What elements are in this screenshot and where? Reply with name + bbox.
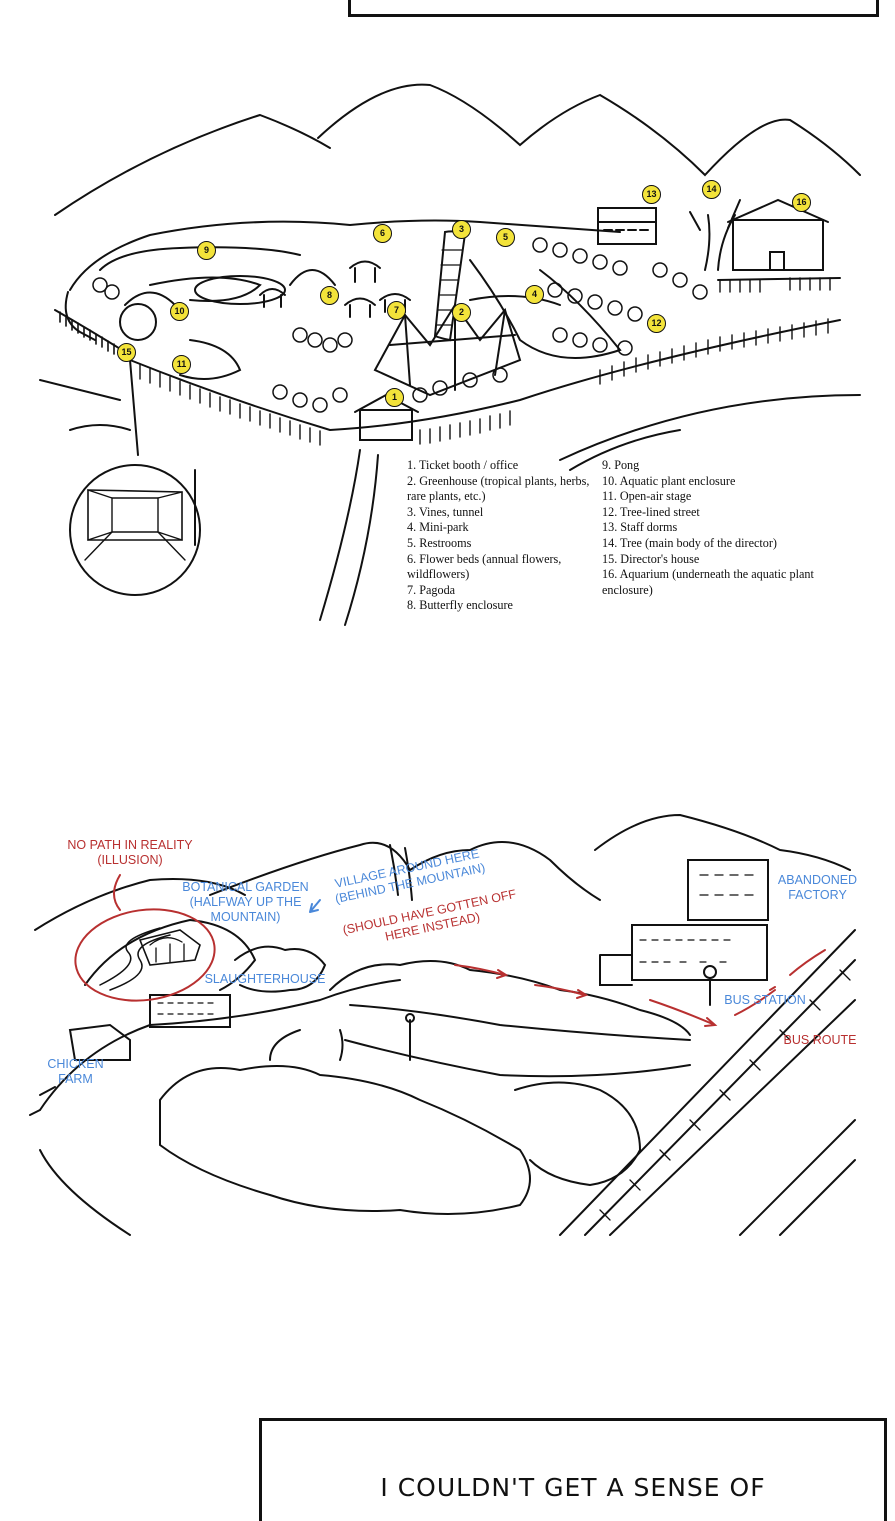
legend-item: 8. Butterfly enclosure bbox=[407, 598, 513, 613]
legend-left: 1. Ticket booth / office 2. Greenhouse (… bbox=[407, 458, 592, 614]
pin-6: 6 bbox=[373, 224, 392, 243]
legend-item: 1. Ticket booth / office bbox=[407, 458, 519, 472]
pin-13: 13 bbox=[642, 185, 661, 204]
pin-3: 3 bbox=[452, 220, 471, 239]
legend-item: 9. Pong bbox=[602, 458, 640, 472]
label-abandoned-factory: ABANDONED FACTORY bbox=[777, 873, 858, 902]
top-panel-border bbox=[348, 0, 879, 17]
pin-14: 14 bbox=[702, 180, 721, 199]
pin-9: 9 bbox=[197, 241, 216, 260]
legend-item: 5. Restrooms bbox=[407, 535, 472, 550]
label-bus-station: BUS STATION bbox=[724, 993, 806, 1007]
label-chicken-farm: CHICKEN FARM bbox=[47, 1057, 104, 1086]
pin-11: 11 bbox=[172, 355, 191, 374]
pin-8: 8 bbox=[320, 286, 339, 305]
legend-right: 9. Pong 10. Aquatic plant enclosure 11. … bbox=[602, 458, 817, 598]
legend-item: 11. Open-air stage bbox=[602, 489, 692, 504]
legend-item: 2. Greenhouse (tropical plants, herbs, r… bbox=[407, 473, 590, 504]
legend-item: 16. Aquarium (underneath the aquatic pla… bbox=[602, 567, 814, 597]
label-bus-route: BUS ROUTE bbox=[783, 1033, 857, 1047]
legend-item: 4. Mini-park bbox=[407, 520, 469, 535]
pin-7: 7 bbox=[387, 301, 406, 320]
label-botanical-garden: BOTANICAL GARDEN (HALFWAY UP THE MOUNTAI… bbox=[182, 880, 309, 924]
botanical-garden-map-illustration bbox=[39, 83, 861, 626]
legend-item: 10. Aquatic plant enclosure bbox=[602, 473, 736, 488]
pin-10: 10 bbox=[170, 302, 189, 321]
legend-item: 13. Staff dorms bbox=[602, 520, 678, 535]
pin-15: 15 bbox=[117, 343, 136, 362]
label-slaughterhouse: SLAUGHTERHOUSE bbox=[204, 972, 326, 986]
pin-2: 2 bbox=[452, 303, 471, 322]
legend-item: 14. Tree (main body of the director) bbox=[602, 535, 777, 550]
label-no-path: NO PATH IN REALITY (ILLUSION) bbox=[67, 838, 193, 867]
legend-item: 7. Pagoda bbox=[407, 582, 456, 597]
pin-4: 4 bbox=[525, 285, 544, 304]
legend-item: 12. Tree-lined street bbox=[602, 504, 700, 519]
legend-item: 6. Flower beds (annual flowers, wildflow… bbox=[407, 551, 562, 582]
caption-text: I COULDN'T GET A SENSE OF bbox=[380, 1473, 766, 1502]
pin-12: 12 bbox=[647, 314, 666, 333]
pin-1: 1 bbox=[385, 388, 404, 407]
legend-item: 3. Vines, tunnel bbox=[407, 504, 484, 519]
legend-item: 15. Director's house bbox=[602, 551, 700, 566]
map-pins: 1 2 3 4 5 6 7 8 9 10 11 12 13 14 15 16 bbox=[0, 0, 895, 640]
pin-16: 16 bbox=[792, 193, 811, 212]
pin-5: 5 bbox=[496, 228, 515, 247]
caption-panel: I COULDN'T GET A SENSE OF bbox=[259, 1418, 887, 1521]
